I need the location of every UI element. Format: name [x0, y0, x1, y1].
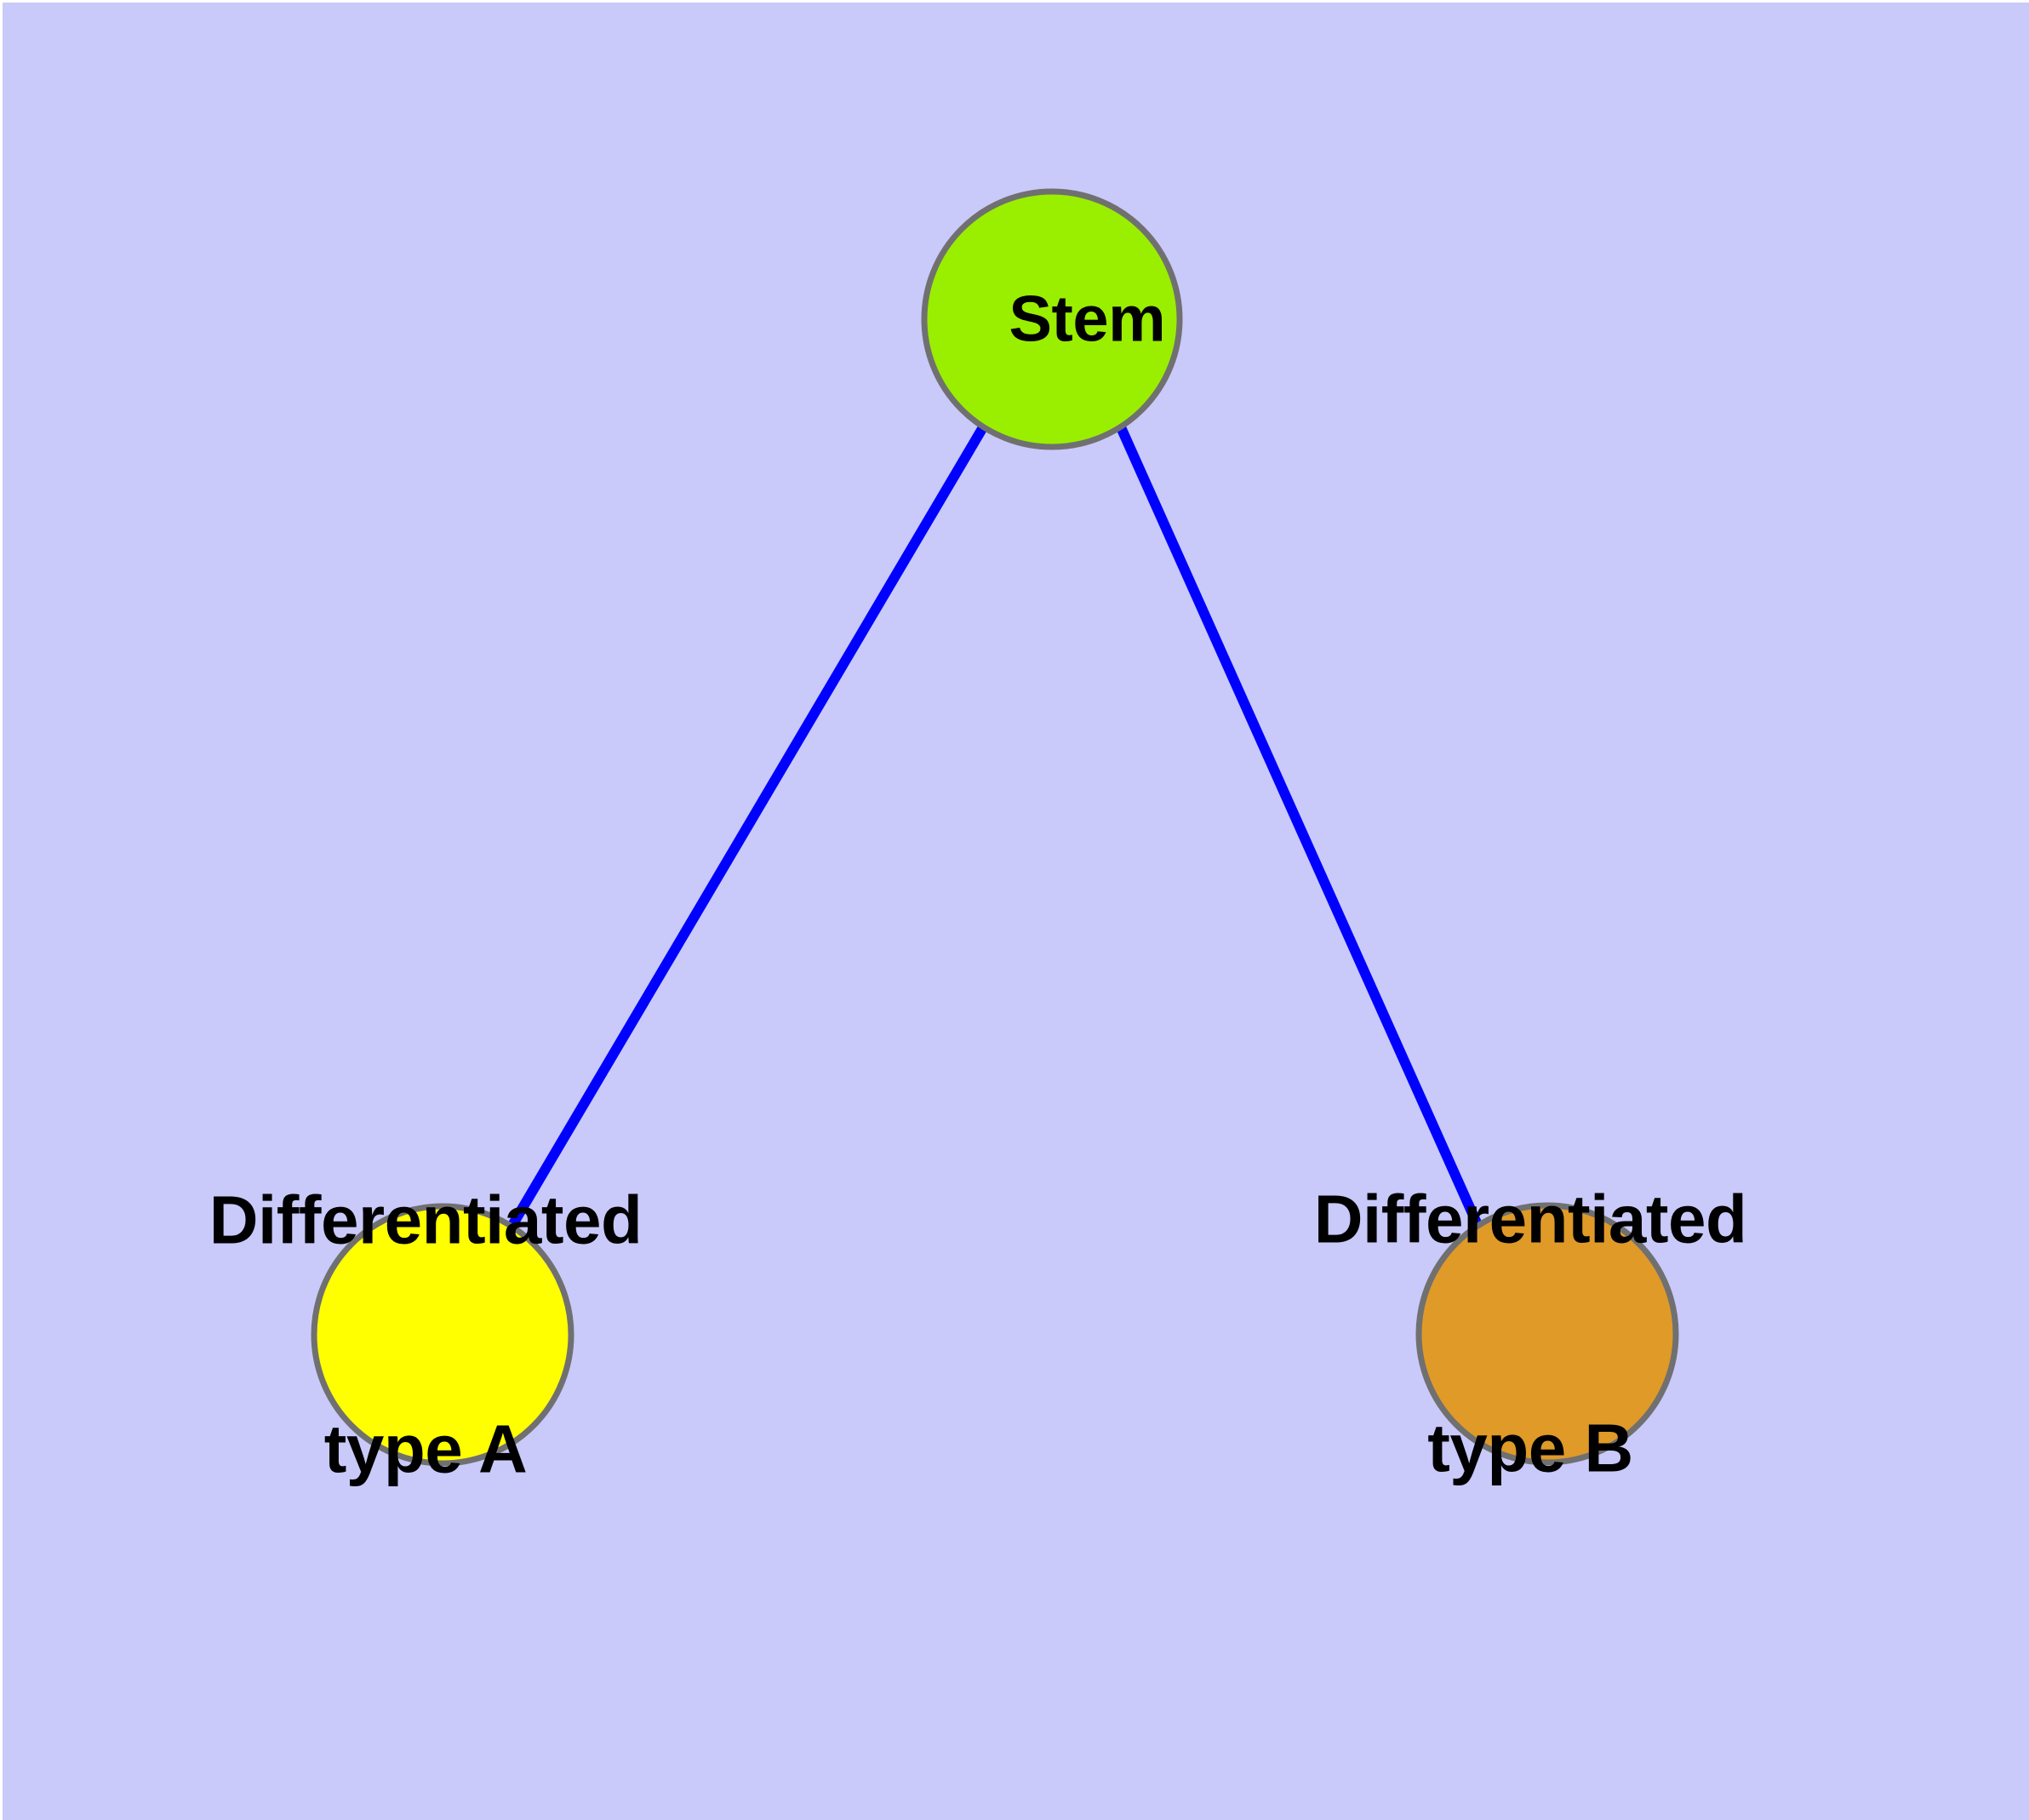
edge-layer [506, 424, 1483, 1230]
node-differentiated-type-a[interactable] [311, 1203, 574, 1467]
edge-stem-to-diff-b [1116, 425, 1483, 1229]
edge-stem-to-diff-a [506, 424, 988, 1230]
node-layer [311, 188, 1679, 1467]
node-stem[interactable] [921, 188, 1183, 450]
node-differentiated-type-b[interactable] [1415, 1202, 1679, 1466]
